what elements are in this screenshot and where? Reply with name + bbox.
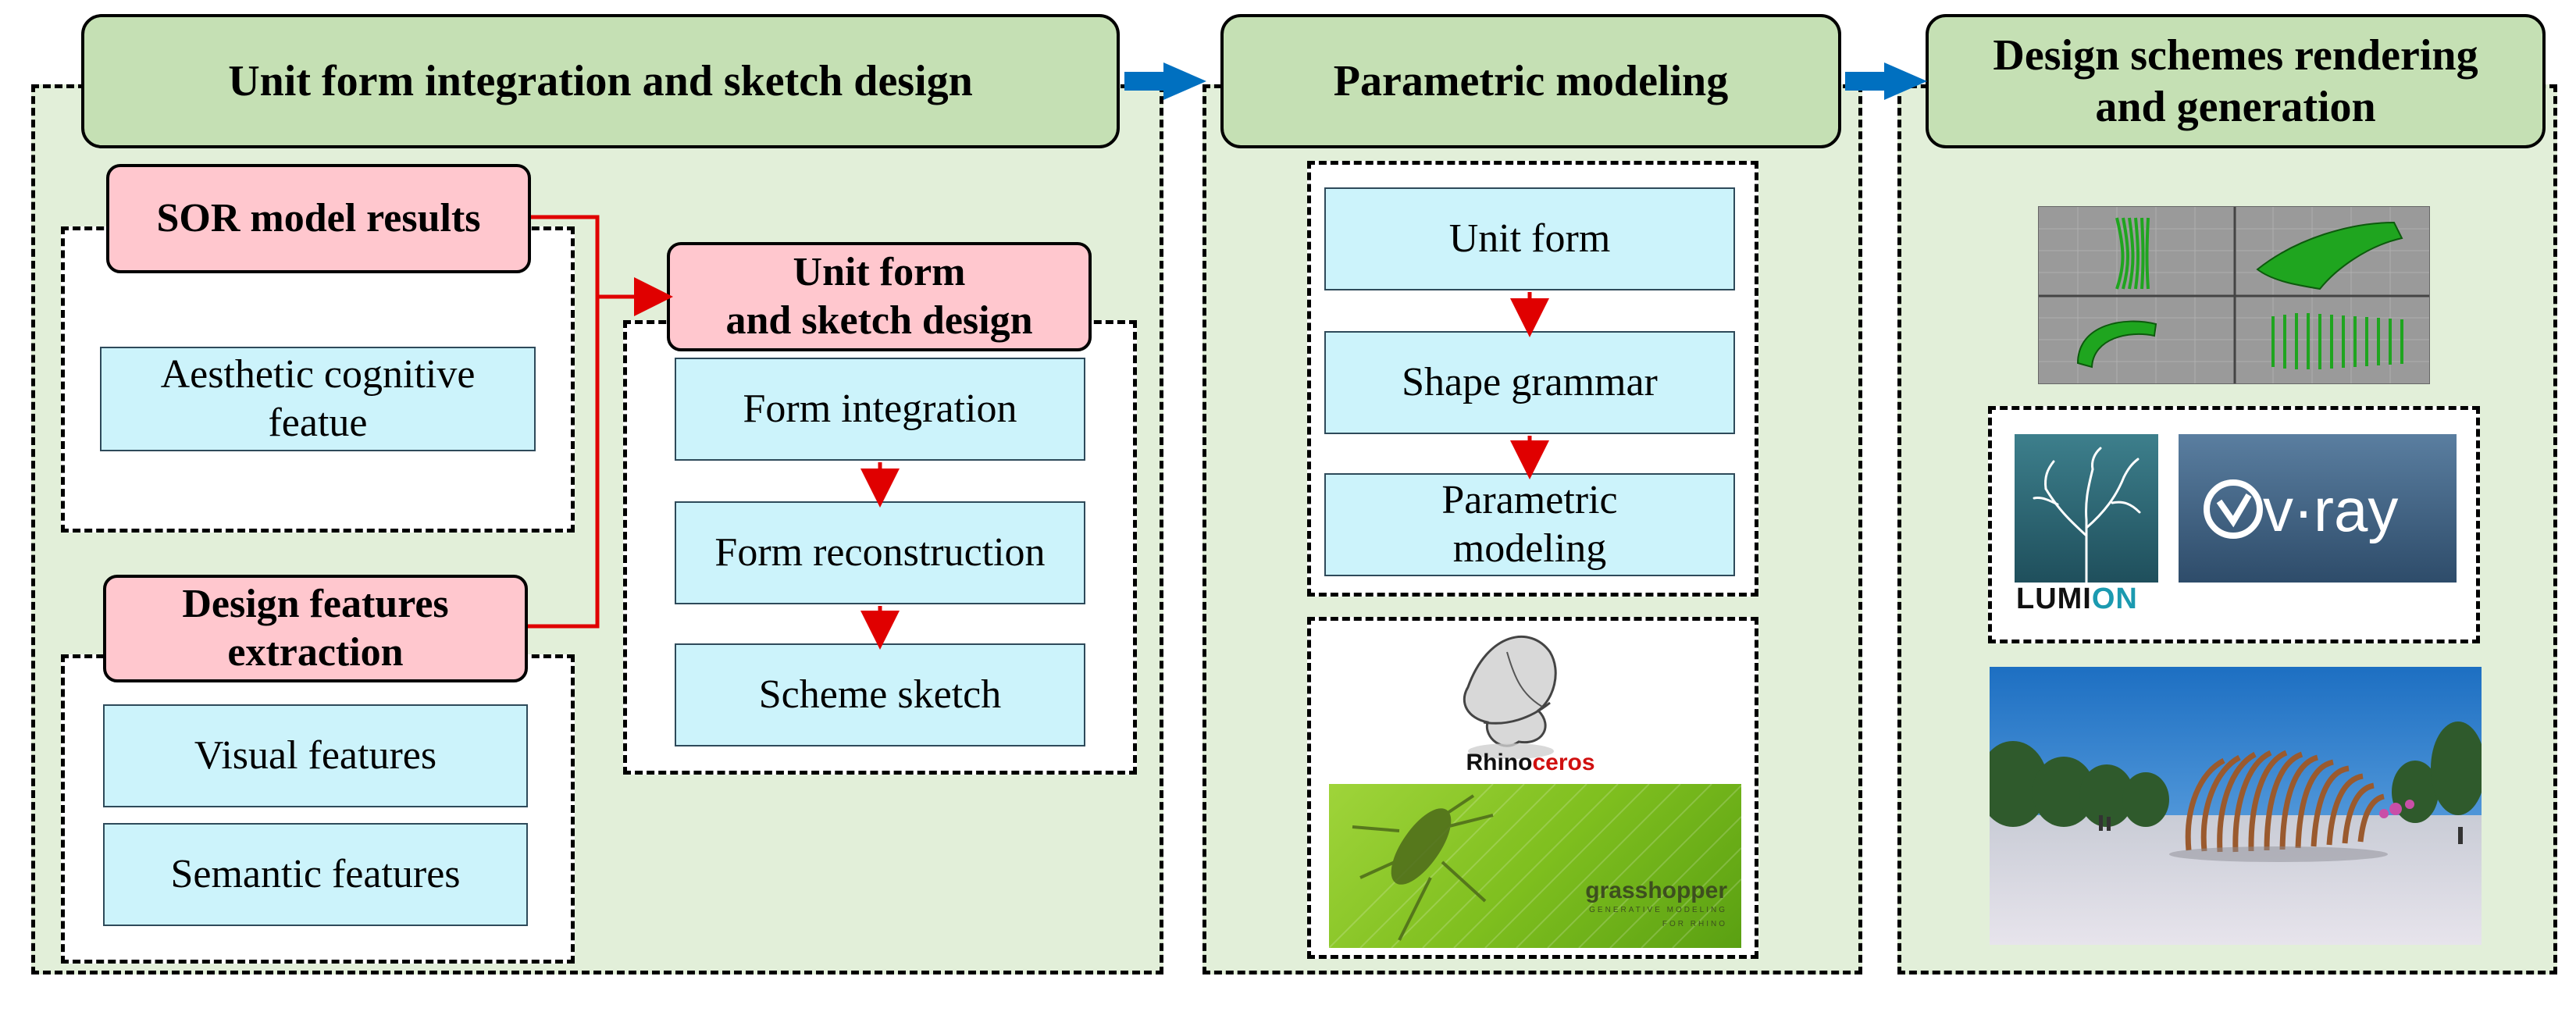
viewport-image <box>2038 206 2430 384</box>
lumion-icon <box>2015 434 2158 583</box>
unit-form-title: Unit form and sketch design <box>667 242 1092 351</box>
lumion-logo: LUMION <box>2015 434 2158 617</box>
viewport-render <box>2039 207 2429 383</box>
unit-form-box: Unit form <box>1324 187 1735 290</box>
grasshopper-sub2: FOR RHINO <box>1662 920 1727 928</box>
vray-logo: v·ray <box>2179 434 2457 583</box>
rhino-wordmark-b: ceros <box>1532 750 1595 775</box>
visual-features-box: Visual features <box>103 704 528 807</box>
lumion-wordmark: LUMION <box>2016 583 2138 616</box>
vray-icon <box>2204 479 2263 539</box>
stage2-header: Parametric modeling <box>1220 14 1841 148</box>
grasshopper-wordmark: grasshopper <box>1585 878 1727 903</box>
stage3-header: Design schemes rendering and generation <box>1926 14 2546 148</box>
stage1-header: Unit form integration and sketch design <box>81 14 1120 148</box>
lumion-wordmark-b: ON <box>2091 583 2138 615</box>
scheme-sketch-box: Scheme sketch <box>675 643 1085 746</box>
rhino-wordmark-a: Rhino <box>1466 750 1533 775</box>
semantic-features-box: Semantic features <box>103 823 528 926</box>
form-reconstruction-box: Form reconstruction <box>675 501 1085 604</box>
lumion-wordmark-a: LUMI <box>2016 583 2092 615</box>
extraction-title: Design features extraction <box>103 575 528 682</box>
rhino-wordmark: Rhinoceros <box>1429 750 1632 776</box>
parametric-modeling-box: Parametric modeling <box>1324 473 1735 576</box>
aesthetic-feature-box: Aesthetic cognitive featue <box>100 347 536 451</box>
grasshopper-logo: grasshopper GENERATIVE MODELING FOR RHIN… <box>1329 784 1741 948</box>
grasshopper-icon <box>1329 784 1741 948</box>
shape-grammar-box: Shape grammar <box>1324 331 1735 434</box>
form-integration-box: Form integration <box>675 358 1085 461</box>
grasshopper-sub1: GENERATIVE MODELING <box>1589 906 1727 914</box>
render-photo-scene <box>1990 667 2482 945</box>
sor-title: SOR model results <box>106 164 531 273</box>
render-photo <box>1990 667 2482 945</box>
vray-wordmark: v·ray <box>2263 476 2399 544</box>
